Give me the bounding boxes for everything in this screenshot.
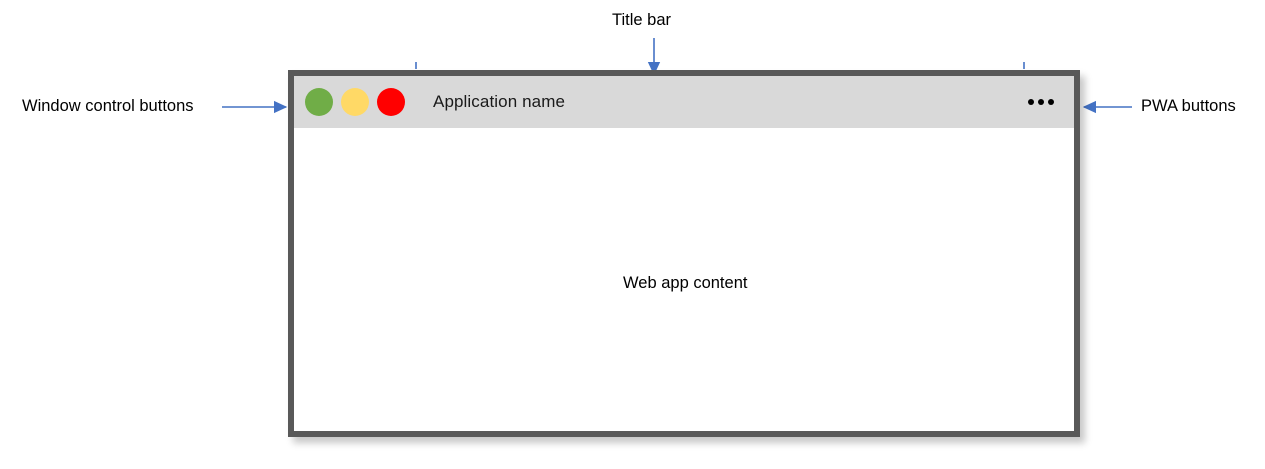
annotation-label-pwa-buttons: PWA buttons <box>1141 97 1236 115</box>
application-name: Application name <box>433 92 566 111</box>
annotation-label-title-bar: Title bar <box>612 11 671 29</box>
close-button[interactable] <box>377 88 405 116</box>
ellipsis-icon-dot-1 <box>1028 99 1034 105</box>
ellipsis-icon-dot-2 <box>1038 99 1044 105</box>
ellipsis-icon-dot-3 <box>1048 99 1054 105</box>
application-window: Application name <box>288 70 1080 437</box>
minimize-button[interactable] <box>305 88 333 116</box>
pwa-menu-button[interactable] <box>1028 99 1054 105</box>
maximize-button[interactable] <box>341 88 369 116</box>
title-bar: Application name <box>294 76 1074 128</box>
annotation-label-window-control-buttons: Window control buttons <box>22 97 194 115</box>
window-control-buttons[interactable] <box>305 88 405 116</box>
annotation-label-web-app-content: Web app content <box>613 274 758 294</box>
